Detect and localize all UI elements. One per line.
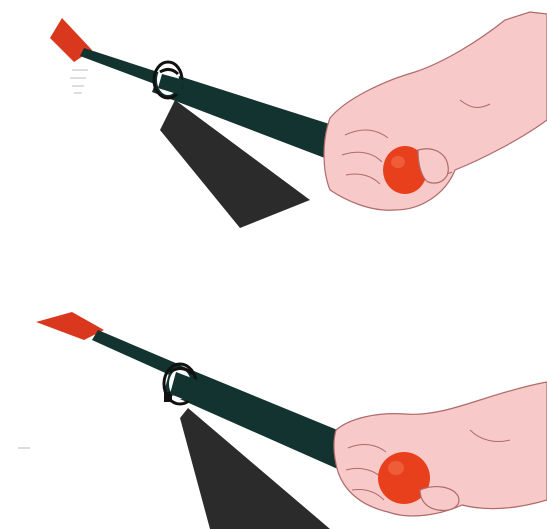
top-thumb xyxy=(417,148,449,184)
bottom-thumb xyxy=(419,486,460,511)
bottom-flag xyxy=(36,312,104,340)
top-rod-thin xyxy=(80,48,164,86)
top-stand xyxy=(160,100,310,228)
top-panel xyxy=(50,11,547,228)
top-hand xyxy=(323,11,547,211)
bottom-rod-thin xyxy=(92,330,178,376)
top-rod-through-ring xyxy=(158,74,184,95)
bottom-rod-thick xyxy=(164,362,352,470)
top-rod-thick xyxy=(152,70,342,160)
bottom-panel xyxy=(18,312,547,529)
bottom-knob xyxy=(378,452,430,504)
bottom-stand xyxy=(180,408,330,529)
bottom-rod-through-ring xyxy=(170,372,202,404)
top-knob xyxy=(383,146,427,194)
top-motion-lines xyxy=(70,69,88,94)
top-flag xyxy=(50,18,92,62)
